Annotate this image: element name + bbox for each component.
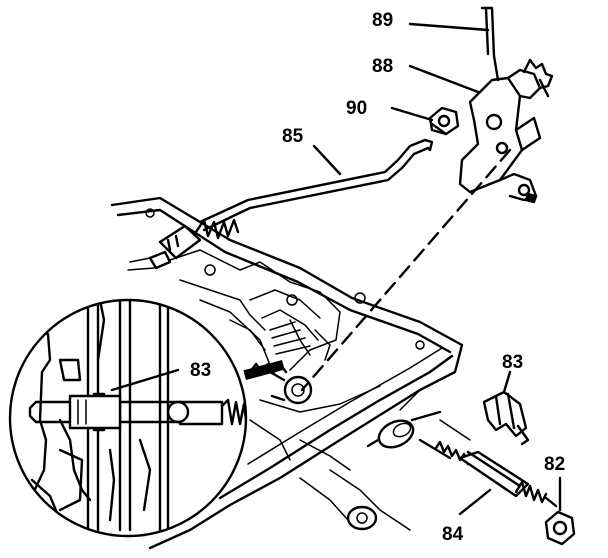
- callout-84: 84: [442, 524, 464, 545]
- leader-84: [458, 488, 492, 516]
- callout-88: 88: [372, 56, 393, 77]
- callout-90: 90: [346, 98, 367, 119]
- nut-82: [544, 476, 576, 546]
- callout-89: 89: [372, 10, 393, 31]
- callout-85: 85: [282, 126, 304, 147]
- alignment-dash-line: [300, 148, 512, 392]
- clip-83: [482, 390, 530, 446]
- leader-90: [390, 106, 434, 122]
- callout-83-detail: 83: [190, 360, 211, 381]
- leader-88: [408, 64, 480, 94]
- transmission-case: [110, 196, 471, 550]
- linkage-rod: [127, 138, 434, 271]
- detail-magnifier: [8, 298, 248, 538]
- leader-83-clip: [502, 370, 512, 394]
- bracket-assembly: [408, 6, 554, 204]
- leader-85: [312, 144, 342, 176]
- callout-83-clip: 83: [502, 352, 523, 373]
- callout-82: 82: [544, 454, 565, 475]
- leader-lines: [312, 64, 512, 516]
- nut-90: [428, 106, 460, 136]
- adjuster-84: [418, 438, 558, 508]
